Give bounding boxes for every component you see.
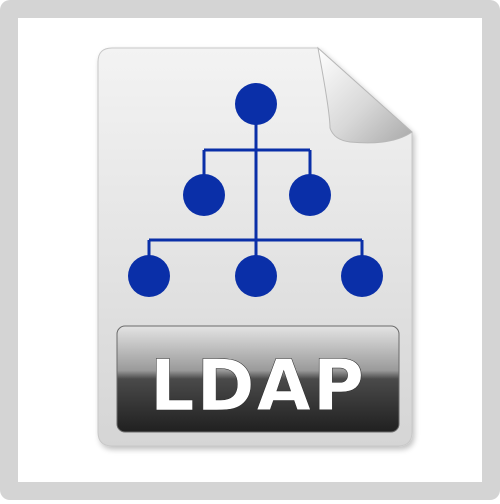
tree-node-level3-right xyxy=(341,255,383,297)
tree-node-level3-center xyxy=(235,255,277,297)
label-band xyxy=(116,325,400,433)
tree-node-level3-left xyxy=(128,255,170,297)
tree-nodes xyxy=(128,83,383,297)
tree-node-root xyxy=(235,83,277,125)
tree-node-level2-right xyxy=(289,174,331,216)
tree-node-level2-left xyxy=(183,174,225,216)
folded-corner-icon xyxy=(317,46,413,144)
file-type-label: LDAP xyxy=(150,345,366,427)
